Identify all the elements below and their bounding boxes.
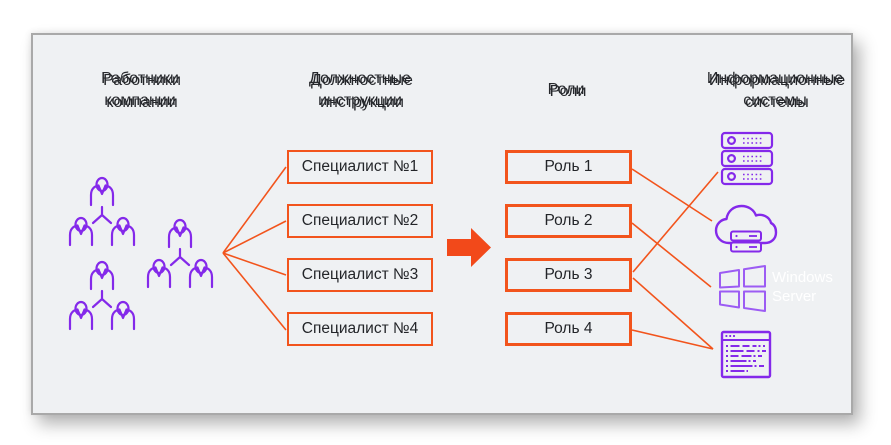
specialist-box-4: Специалист №4 — [287, 312, 433, 346]
column-header-employees: Работники компании — [103, 72, 181, 111]
role-box-1: Роль 1 — [505, 150, 632, 184]
specialist-box-2: Специалист №2 — [287, 204, 433, 238]
column-header-instructions: Должностные инструкции — [311, 72, 413, 111]
role-box-4: Роль 4 — [505, 312, 632, 346]
specialist-box-1: Специалист №1 — [287, 150, 433, 184]
column-header-instructions: Должностные инструкции — [309, 70, 411, 109]
column-header-roles: Роли — [547, 81, 585, 98]
column-header-systems: Информационные системы — [708, 72, 846, 111]
column-header-employees: Работники компании — [101, 70, 179, 109]
column-header-systems: Информационные системы — [706, 70, 844, 109]
column-header-roles: Роли — [549, 83, 587, 100]
specialist-box-3: Специалист №3 — [287, 258, 433, 292]
windows-server-caption: Windows Server — [772, 269, 833, 305]
role-box-2: Роль 2 — [505, 204, 632, 238]
role-box-3: Роль 3 — [505, 258, 632, 292]
